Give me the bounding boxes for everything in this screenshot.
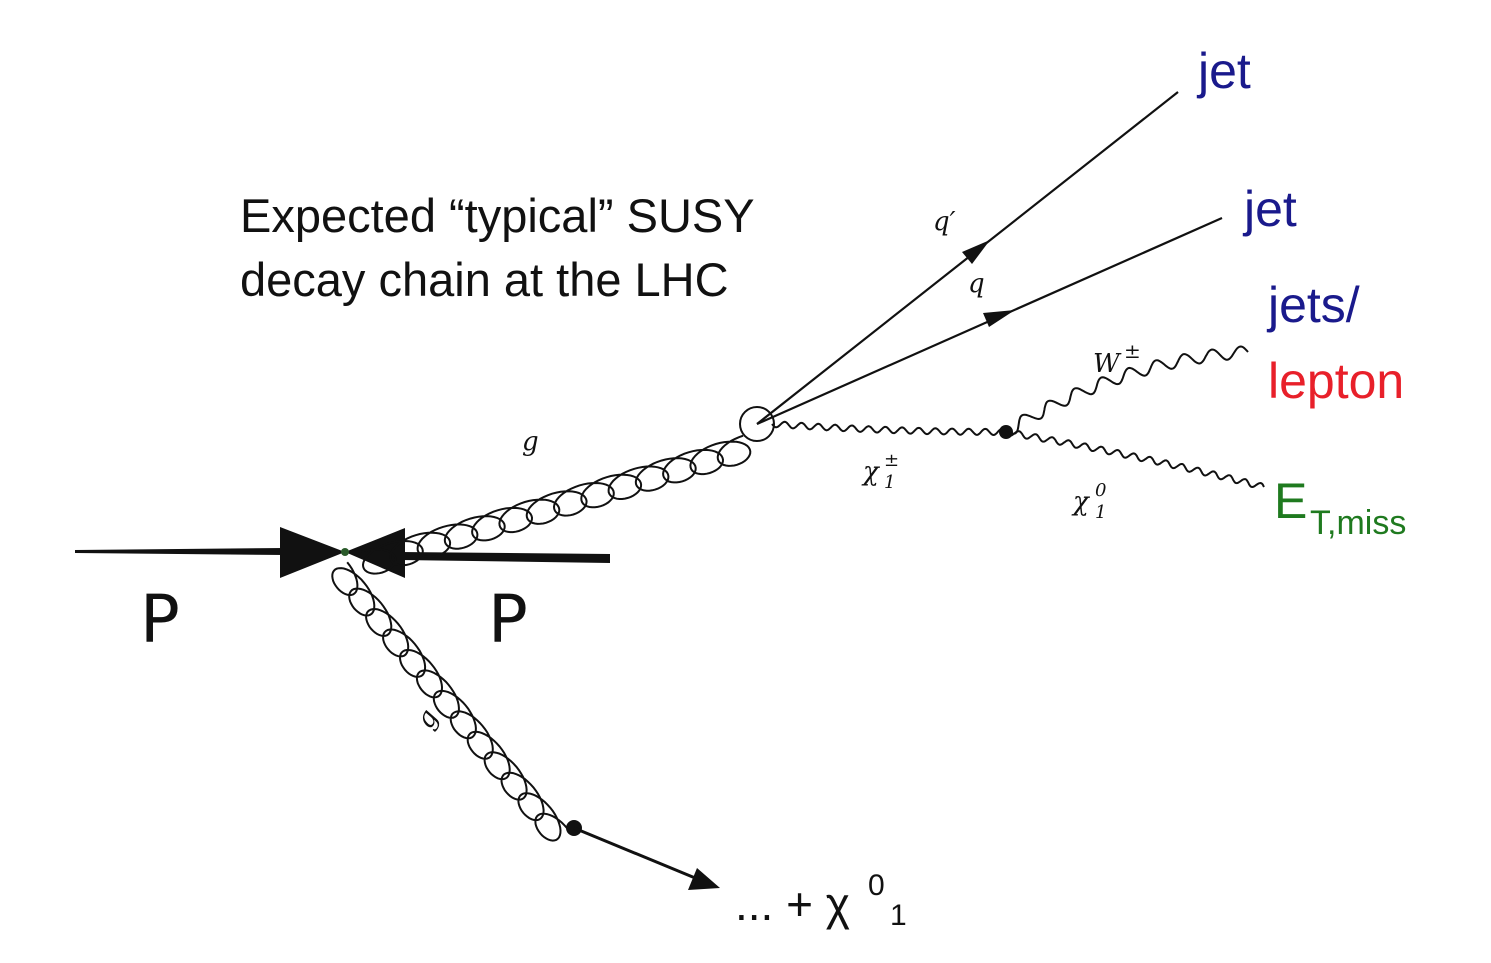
neutralino-label: χ 0 1: [1071, 480, 1106, 523]
beam-label-left: P: [140, 581, 180, 658]
lower-decay-line: [573, 826, 701, 882]
neutralino-sub: 1: [1095, 502, 1106, 523]
title-line-2: decay chain at the LHC: [240, 253, 729, 306]
quark-prime-label: q′: [933, 207, 956, 237]
chargino-sup: ±: [884, 450, 899, 471]
chargino-label: χ ± 1: [861, 450, 899, 493]
final-state-jet-2: jet: [1242, 181, 1297, 237]
gluon-line-upper: [360, 434, 752, 575]
lower-decay-arrow: [688, 868, 720, 890]
bottom-label-sub: 1: [890, 899, 907, 932]
chargino-sub: 1: [884, 472, 895, 493]
w-boson-label: W ±: [1093, 339, 1141, 379]
title-line-1: Expected “typical” SUSY: [240, 189, 755, 242]
neutralino-sup: 0: [1095, 480, 1106, 501]
beam-label-right: P: [488, 581, 528, 658]
final-state-jets: jets/: [1266, 277, 1360, 333]
gluon-line-lower: [331, 561, 568, 842]
gluon-label-lower: g: [410, 704, 444, 733]
bottom-label-main: ... + χ: [735, 878, 850, 930]
w-boson-symbol: W: [1093, 349, 1122, 379]
final-state-jet-1: jet: [1196, 43, 1251, 99]
bottom-label-sup: 0: [868, 869, 885, 902]
quark-label: q: [968, 269, 985, 299]
etmiss-symbol: E: [1274, 473, 1307, 529]
quark-prime-arrow: [962, 240, 990, 264]
chargino-line: [771, 420, 1007, 437]
w-boson-sup: ±: [1124, 339, 1141, 363]
beam-left: [75, 527, 345, 578]
gluon-label-upper: g: [522, 427, 539, 457]
final-state-bottom: ... + χ 0 1: [735, 869, 907, 932]
chargino-symbol: χ: [861, 457, 881, 487]
etmiss-subscript: T,miss: [1310, 504, 1406, 542]
final-state-etmiss: E T,miss: [1274, 473, 1406, 542]
neutralino-line: [1005, 430, 1265, 489]
final-state-lepton: lepton: [1268, 353, 1404, 409]
beam-right: [345, 528, 610, 578]
collision-vertex: [341, 548, 349, 556]
neutralino-symbol: χ: [1071, 487, 1091, 517]
quark-arrow: [983, 310, 1015, 327]
w-boson-line: [1005, 345, 1249, 435]
